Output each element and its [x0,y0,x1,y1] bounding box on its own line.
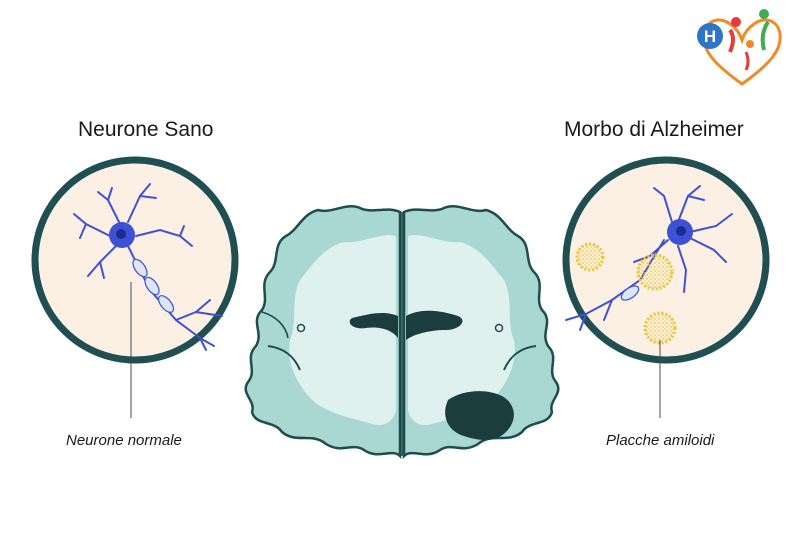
brain-section [244,205,560,460]
sulcus-right-1 [503,345,537,371]
sulcus-left-1 [267,345,301,371]
plaque-2 [636,253,674,291]
logo-h-circle [697,23,723,49]
health-logo: H [697,9,782,86]
plaque-3 [643,311,677,345]
sulcus-left-2 [261,311,289,339]
myelin-sheath-right [620,285,640,301]
healthy-neuron-magnifier [31,156,239,418]
myelin-sheath [132,258,175,313]
logo-figure-green-head [759,9,769,19]
neuron-nucleus-right [676,226,686,236]
marker-dot-right [494,323,504,333]
neuron-nucleus-left [116,229,126,239]
label-normal-neuron: Neurone normale [66,432,182,449]
white-matter-right [408,235,515,426]
ventricle-left [349,312,398,338]
logo-figure-green-body [760,20,770,51]
logo-letter: H [704,27,716,46]
logo-figure-red-head [731,17,741,27]
plaque-1 [575,242,605,272]
white-matter-left [289,235,396,426]
title-alzheimer: Morbo di Alzheimer [564,118,744,141]
alzheimer-magnifier [562,156,770,418]
logo-figure-orange-head [746,40,754,48]
hippocampus-atrophy [445,391,514,440]
ventricle-right-enlarged [406,310,463,340]
label-amyloid-plaques: Placche amiloidi [606,432,715,449]
logo-figure-orange-body [744,51,750,71]
amyloid-plaques [575,242,677,345]
logo-figure-red-body [728,28,735,53]
title-healthy-neuron: Neurone Sano [78,118,214,141]
marker-dot-left [296,323,306,333]
